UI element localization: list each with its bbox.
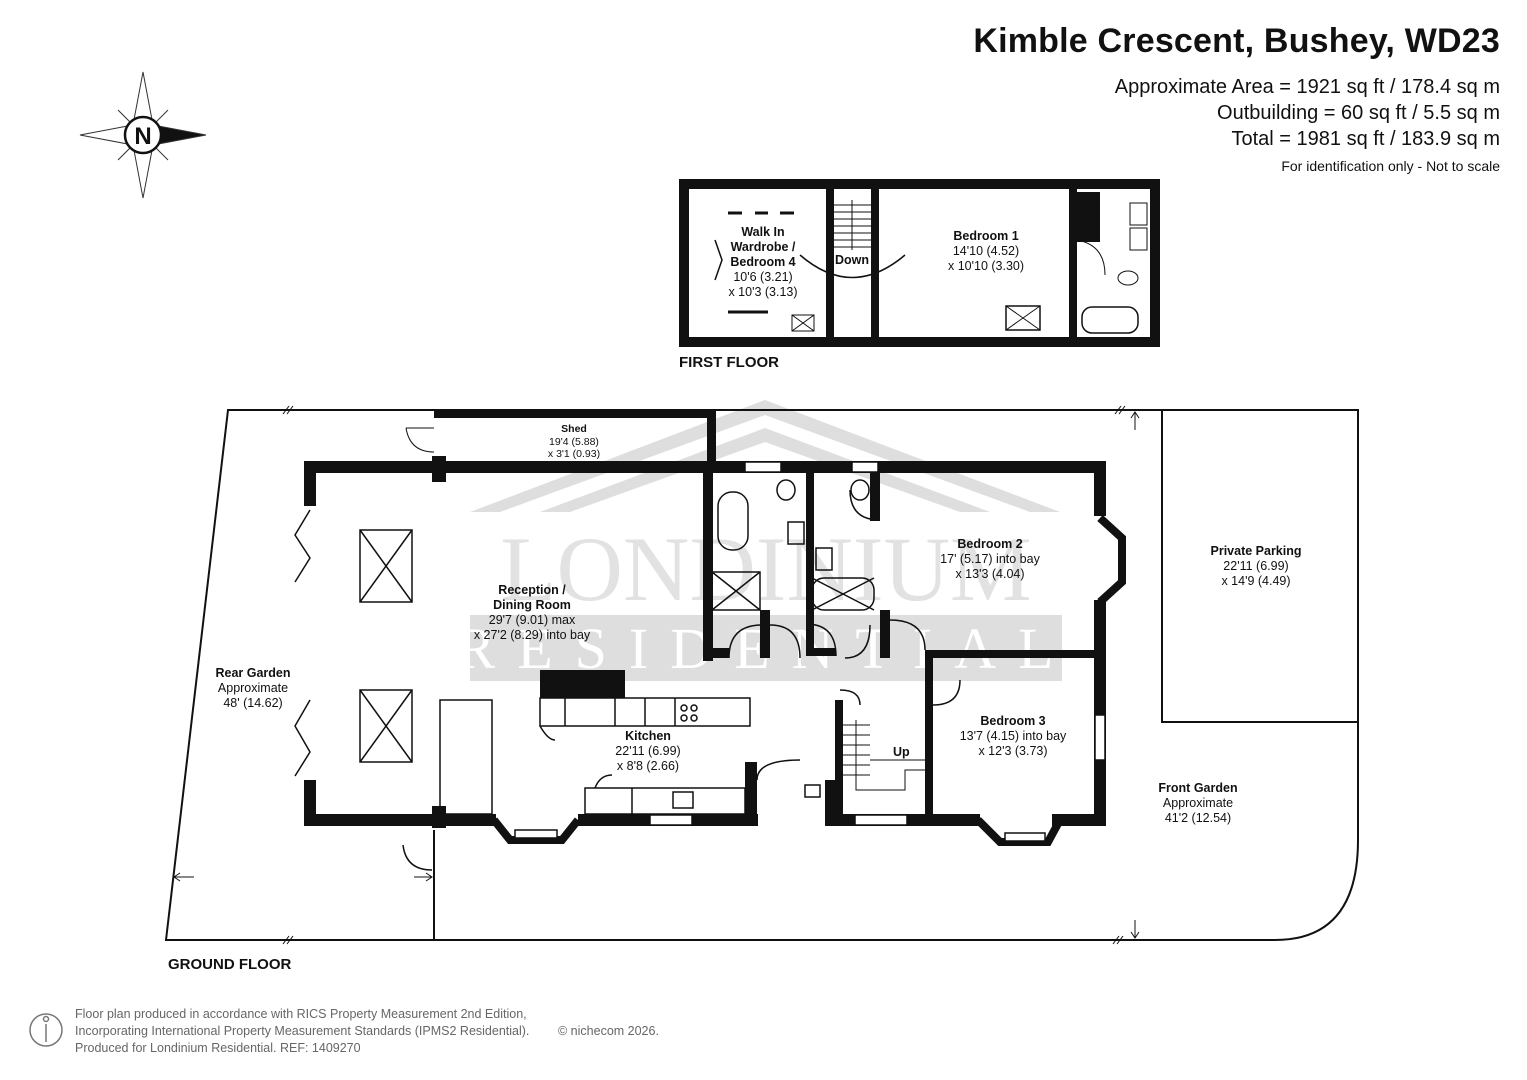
person-icon: [29, 1013, 63, 1047]
area-private-parking: Private Parking 22'11 (6.99) x 14'9 (4.4…: [1210, 544, 1302, 588]
room-walk-in-wardrobe: Walk In Wardrobe / Bedroom 4 10'6 (3.21)…: [728, 225, 798, 299]
first-floor-label: FIRST FLOOR: [679, 354, 779, 371]
stairs-down-label: Down: [835, 253, 870, 267]
dimension-arrows: [173, 405, 1140, 945]
site-boundary: [164, 409, 1359, 941]
room-kitchen: Kitchen 22'11 (6.99) x 8'8 (2.66): [615, 729, 681, 773]
ground-floor-walls: [304, 456, 1106, 828]
room-shed: Shed 19'4 (5.88) x 3'1 (0.93): [547, 423, 601, 460]
area-front-garden: Front Garden Approximate 41'2 (12.54): [1158, 781, 1238, 825]
copyright: © nichecom 2026.: [558, 1024, 659, 1038]
bay-windows: [490, 515, 1126, 846]
ground-floor-label: GROUND FLOOR: [168, 956, 292, 973]
area-rear-garden: Rear Garden Approximate 48' (14.62): [215, 666, 291, 710]
room-bedroom-1: Bedroom 1 14'10 (4.52) x 10'10 (3.30): [947, 229, 1025, 273]
stairs-up-label: Up: [893, 745, 910, 759]
shed-outbuilding: [405, 409, 716, 469]
property-title: Kimble Crescent, Bushey, WD23: [973, 22, 1500, 60]
total-area: Total = 1981 sq ft / 183.9 sq m: [1231, 128, 1501, 150]
room-reception-dining: Reception / Dining Room 29'7 (9.01) max …: [473, 583, 591, 642]
compass-letter: N: [134, 123, 151, 150]
compass-rose-icon: N: [79, 71, 207, 199]
disclaimer: For identification only - Not to scale: [1281, 158, 1500, 174]
ground-floor-fixtures: [294, 461, 1106, 871]
approximate-area: Approximate Area = 1921 sq ft / 178.4 sq…: [1114, 76, 1500, 98]
room-bedroom-2: Bedroom 2 17' (5.17) into bay x 13'3 (4.…: [940, 537, 1040, 581]
room-bedroom-3: Bedroom 3 13'7 (4.15) into bay x 12'3 (3…: [959, 714, 1067, 758]
watermark-line1: LONDINIUM: [500, 518, 1031, 620]
first-floor-plan: [679, 179, 1160, 347]
outbuilding-area: Outbuilding = 60 sq ft / 5.5 sq m: [1217, 102, 1500, 124]
footer-notes: Floor plan produced in accordance with R…: [75, 1007, 659, 1055]
